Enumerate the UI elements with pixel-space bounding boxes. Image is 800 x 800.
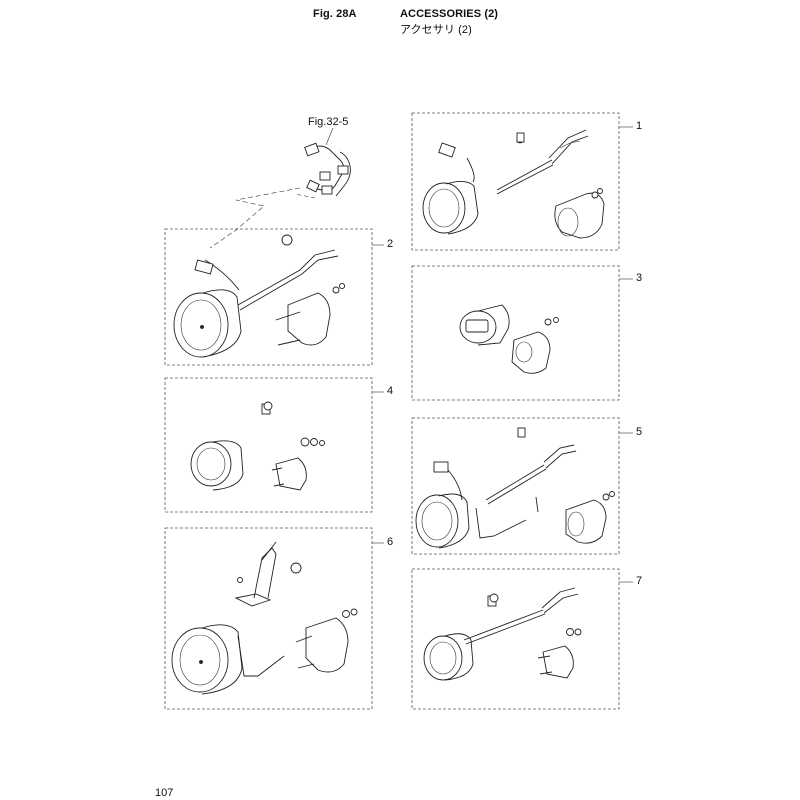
callout-5: 5 xyxy=(636,426,643,438)
group-box-6 xyxy=(164,527,373,710)
callout-4: 4 xyxy=(387,385,394,397)
group-box-5 xyxy=(411,417,620,555)
callout-3: 3 xyxy=(636,272,643,284)
callout-6: 6 xyxy=(387,536,394,548)
group-box-3 xyxy=(411,265,620,401)
gauge-kit-6 xyxy=(171,541,358,695)
figure-title-japanese: アクセサリ (2) xyxy=(400,24,472,36)
gauge-kit-5 xyxy=(415,427,615,549)
callout-2: 2 xyxy=(387,238,394,250)
gauge-kit-3 xyxy=(459,304,559,374)
gauge-kit-4 xyxy=(190,401,325,491)
group-box-4 xyxy=(164,377,373,513)
group-box-2 xyxy=(164,228,373,366)
group-box-7 xyxy=(411,568,620,710)
figure-title-english: ACCESSORIES (2) xyxy=(400,8,499,20)
callout-leaders xyxy=(372,126,633,583)
gauge-kit-7 xyxy=(423,587,582,681)
callout-7: 7 xyxy=(636,575,643,587)
group-box-1 xyxy=(411,112,620,251)
reference-label: Fig.32-5 xyxy=(308,116,349,128)
gauge-kit-1 xyxy=(422,129,605,239)
callout-1: 1 xyxy=(636,120,643,132)
reference-harness xyxy=(209,127,351,249)
gauge-kit-2 xyxy=(173,234,346,358)
page-number: 107 xyxy=(155,787,174,799)
figure-number: Fig. 28A xyxy=(313,8,357,20)
